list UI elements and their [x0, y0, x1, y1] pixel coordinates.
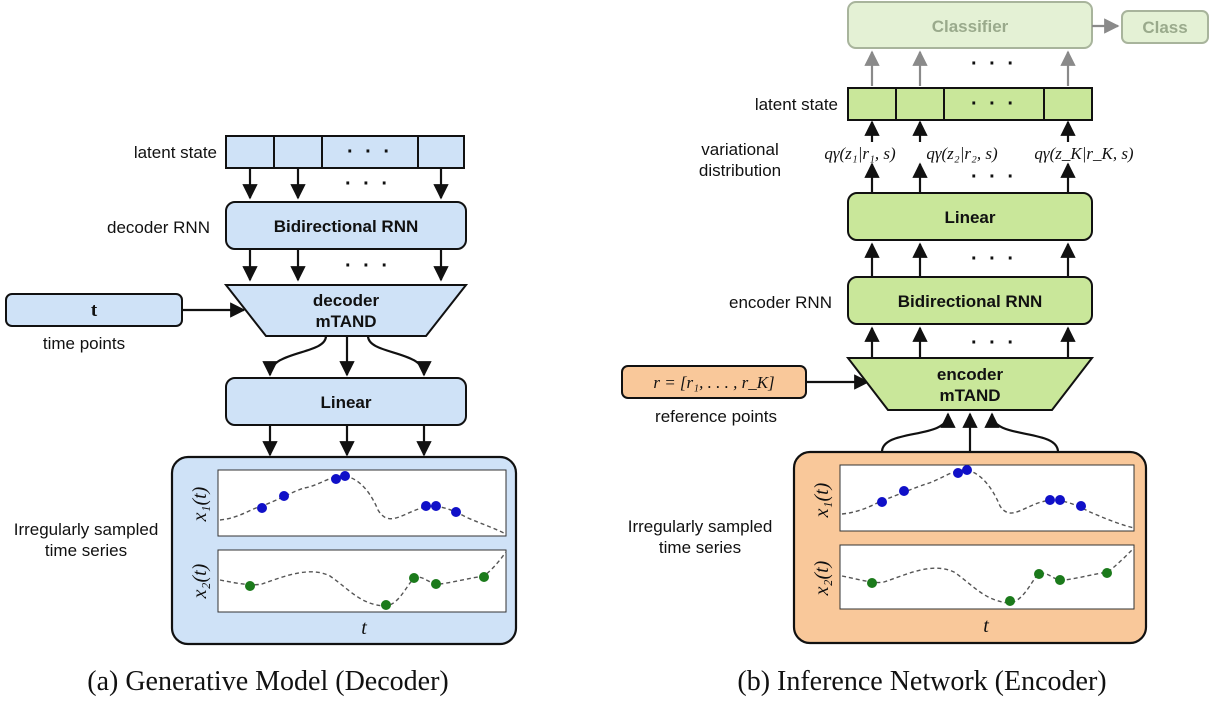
- encoder-x1-points: [877, 465, 1086, 511]
- decoder-plot-x1: [217, 469, 507, 537]
- decoder-x2-points: [245, 572, 489, 610]
- encoder-linear-box: [847, 192, 1093, 241]
- series-to-mtand-arrows: [880, 412, 1060, 453]
- reference-points-formula: r = [r₁, . . . , r_K]: [653, 373, 774, 392]
- decoder-linear-text: Linear: [320, 393, 371, 412]
- encoder-mtand-line2: mTAND: [939, 386, 1000, 405]
- encoder-dots-a: · · ·: [971, 166, 1017, 188]
- encoder-latent-state-label: latent state: [755, 95, 838, 114]
- decoder-bidirectional-rnn-text: Bidirectional RNN: [274, 217, 419, 236]
- encoder-series-label-1: Irregularly sampled: [628, 517, 773, 536]
- q-distribution-k: qγ(z_K|r_K, s): [1034, 144, 1134, 163]
- class-text: Class: [1142, 18, 1187, 37]
- decoder-panel: latent state · · · · · · decoder RNN Bid…: [5, 135, 518, 697]
- latent-to-rnn-arrows: [242, 168, 449, 200]
- decoder-x1-axis-label: x₁(t): [189, 486, 211, 522]
- decoder-mtand-block: [223, 284, 469, 337]
- encoder-bidirectional-rnn-box: [847, 276, 1093, 325]
- encoder-dots-c: · · ·: [971, 332, 1017, 354]
- decoder-plot-x2: [217, 549, 507, 613]
- decoder-series-label-1: Irregularly sampled: [14, 520, 159, 539]
- decoder-mtand-line2: mTAND: [315, 312, 376, 331]
- encoder-mtand-block: [845, 357, 1095, 411]
- decoder-bidirectional-rnn-box: [225, 201, 467, 250]
- decoder-caption: (a) Generative Model (Decoder): [87, 666, 448, 697]
- time-points-label: time points: [43, 334, 125, 353]
- encoder-series-label-2: time series: [659, 538, 741, 557]
- decoder-rnn-label: decoder RNN: [107, 218, 210, 237]
- encoder-latent-dots: · · ·: [971, 93, 1017, 115]
- q-distribution-1: qγ(z₁|r₁, s): [824, 144, 896, 163]
- time-points-symbol: t: [91, 300, 98, 321]
- decoder-t-axis-label: t: [361, 617, 367, 639]
- encoder-plot-x2: [839, 544, 1135, 610]
- decoder-x1-points: [257, 471, 461, 517]
- q-to-latent-arrows: [864, 120, 1076, 192]
- encoder-latent-state-cells: · · ·: [847, 87, 1093, 121]
- variational-label-2: distribution: [699, 161, 781, 180]
- encoder-bidirectional-rnn-text: Bidirectional RNN: [898, 292, 1043, 311]
- encoder-dots-b: · · ·: [971, 248, 1017, 270]
- latent-to-classifier-arrows: [864, 50, 1076, 86]
- encoder-x1-curve: [841, 469, 1135, 529]
- arrow-dots-1: · · ·: [345, 173, 391, 195]
- linear-to-series-arrows: [262, 425, 432, 457]
- encoder-x2-axis-label: x₂(t): [811, 560, 833, 596]
- mtand-to-rnn-arrows: [864, 326, 1076, 358]
- decoder-mtand-line1: decoder: [313, 291, 380, 310]
- decoder-x2-curve: [219, 551, 507, 607]
- decoder-x1-curve: [219, 475, 507, 535]
- encoder-t-axis-label: t: [983, 615, 989, 637]
- classifier-text: Classifier: [932, 17, 1009, 36]
- q-distribution-2: qγ(z₂|r₂, s): [926, 144, 998, 163]
- classifier-dots: · · ·: [971, 53, 1017, 75]
- latent-cell-dots: · · ·: [347, 141, 393, 163]
- class-box: [1121, 10, 1209, 44]
- decoder-series-label-2: time series: [45, 541, 127, 560]
- encoder-x1-axis-label: x₁(t): [811, 482, 833, 518]
- encoder-caption: (b) Inference Network (Encoder): [737, 666, 1106, 697]
- arrow-dots-2: · · ·: [345, 255, 391, 277]
- rnn-to-linear-arrows: [864, 242, 1076, 276]
- rnn-to-mtand-arrows: [242, 249, 449, 282]
- decoder-x2-axis-label: x₂(t): [189, 563, 211, 599]
- encoder-linear-text: Linear: [944, 208, 995, 227]
- encoder-rnn-label: encoder RNN: [729, 293, 832, 312]
- latent-state-cells: · · ·: [225, 135, 465, 169]
- encoder-x2-points: [867, 568, 1112, 606]
- latent-state-label: latent state: [134, 143, 217, 162]
- reference-points-label: reference points: [655, 407, 777, 426]
- encoder-panel: Classifier Class · · · latent state · · …: [621, 1, 1209, 697]
- mtand-to-linear-arrows: [262, 335, 432, 377]
- variational-label-1: variational: [701, 140, 779, 159]
- encoder-mtand-line1: encoder: [937, 365, 1004, 384]
